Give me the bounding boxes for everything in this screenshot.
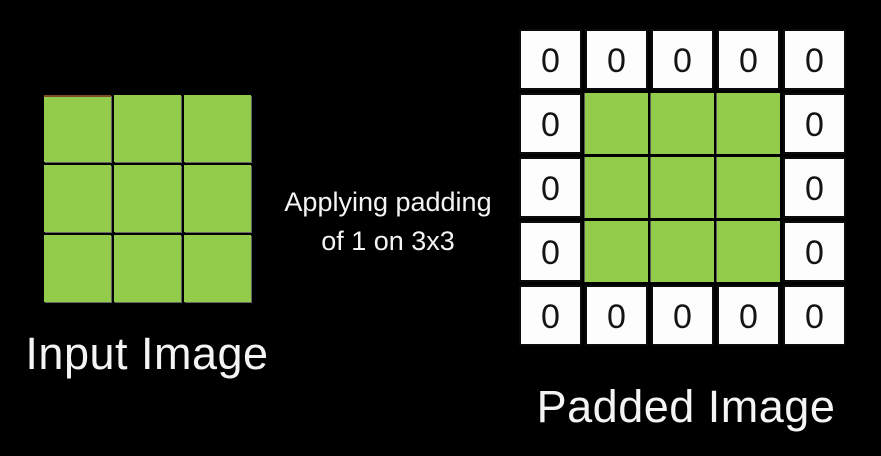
zero-pad-cell: 0 (651, 29, 714, 90)
green-pixel-cell (184, 235, 251, 302)
zero-pad-cell: 0 (585, 29, 648, 90)
green-pixel-cell (44, 235, 111, 302)
green-pixel-cell (114, 165, 181, 232)
padding-annotation: Applying padding of 1 on 3x3 (284, 183, 491, 261)
zero-pad-cell: 0 (783, 221, 846, 282)
green-pixel-cell (184, 165, 251, 232)
zero-pad-cell: 0 (519, 29, 582, 90)
zero-pad-cell: 0 (783, 29, 846, 90)
green-pixel-cell (44, 165, 111, 232)
green-pixel-cell (651, 93, 714, 154)
zero-pad-cell: 0 (783, 93, 846, 154)
input-image-grid (44, 95, 251, 302)
green-pixel-cell (717, 93, 780, 154)
green-pixel-cell (184, 95, 251, 162)
green-pixel-cell (717, 221, 780, 282)
green-pixel-cell (585, 93, 648, 154)
zero-pad-cell: 0 (585, 285, 648, 346)
annotation-line-1: Applying padding (284, 187, 492, 217)
green-pixel-cell (717, 157, 780, 218)
green-pixel-cell (651, 157, 714, 218)
zero-pad-cell: 0 (519, 285, 582, 346)
zero-pad-cell: 0 (519, 93, 582, 154)
zero-pad-cell: 0 (519, 157, 582, 218)
green-pixel-cell (585, 221, 648, 282)
annotation-line-2: of 1 on 3x3 (321, 226, 455, 256)
zero-pad-cell: 0 (783, 285, 846, 346)
zero-pad-cell: 0 (651, 285, 714, 346)
green-pixel-cell (44, 95, 111, 162)
green-pixel-cell (114, 235, 181, 302)
zero-pad-cell: 0 (717, 29, 780, 90)
green-pixel-cell (651, 221, 714, 282)
padded-image-label: Padded Image (536, 381, 836, 432)
input-image-label: Input Image (25, 328, 269, 379)
zero-pad-cell: 0 (783, 157, 846, 218)
zero-pad-cell: 0 (519, 221, 582, 282)
zero-pad-cell: 0 (717, 285, 780, 346)
green-pixel-cell (585, 157, 648, 218)
green-pixel-cell (114, 95, 181, 162)
